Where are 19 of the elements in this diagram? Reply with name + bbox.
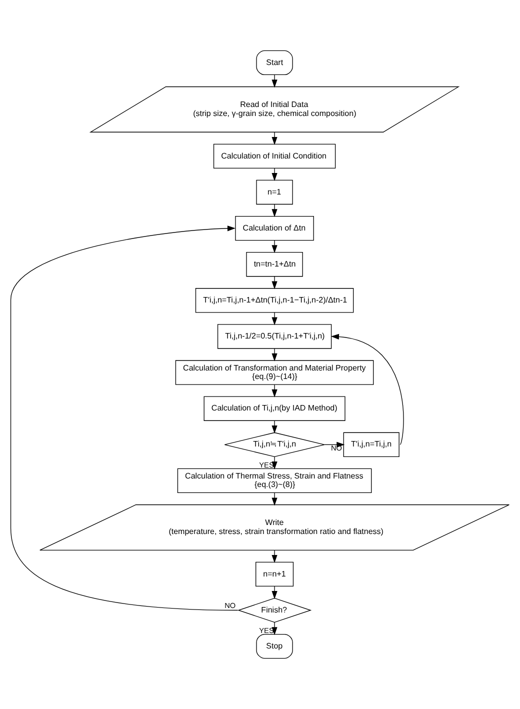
arrow [272,312,278,326]
edge-label: YES [259,460,274,470]
arrow [272,550,278,564]
arrow [330,334,404,445]
arrow [272,276,278,290]
edge-label: NO [224,601,236,610]
arrow [10,226,238,611]
arrow [272,132,278,145]
arrow [272,74,278,88]
edge-label: YES [259,626,274,636]
arrow [272,240,278,254]
arrow [272,622,278,636]
arrow [272,168,278,182]
arrow [272,420,278,434]
arrow [272,492,278,506]
arrow [272,204,278,218]
arrow [272,348,278,362]
arrow [272,384,278,398]
arrow [272,586,278,600]
